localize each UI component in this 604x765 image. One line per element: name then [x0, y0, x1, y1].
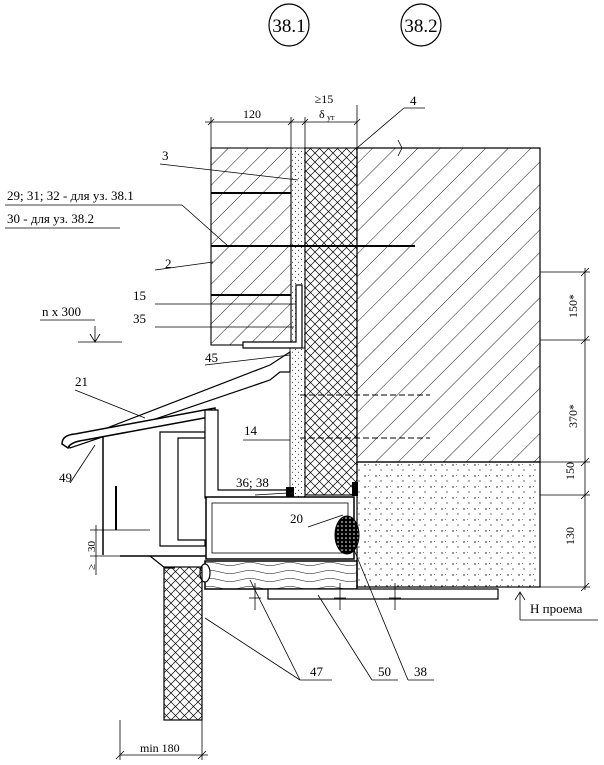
label-n-x-300: n x 300 [42, 304, 81, 319]
concrete-wall [356, 147, 541, 463]
dimension-delta: δ [319, 107, 325, 121]
callout-2: 2 [165, 256, 172, 271]
support-angle [242, 284, 303, 349]
lower-wall-panel [163, 566, 203, 721]
callout-14: 14 [244, 423, 258, 438]
window-frame-profile [120, 409, 355, 569]
callout-50: 50 [378, 664, 391, 679]
dimension-ge: ≥ [86, 564, 98, 570]
dimension-gap: ≥15 [315, 92, 334, 106]
dimension-370-star: 370* [566, 404, 580, 428]
lintel-block [356, 461, 541, 588]
dimension-30-lines [90, 525, 150, 575]
dimension-150-star: 150* [566, 294, 580, 318]
callout-30: 30 - для уз. 38.2 [7, 211, 94, 226]
callout-47: 47 [310, 664, 324, 679]
node-label-38-1: 38.1 [268, 3, 310, 47]
callout-38: 38 [414, 664, 427, 679]
callout-21: 21 [75, 374, 88, 389]
sealant-cord [286, 482, 360, 555]
dimension-130: 130 [563, 527, 577, 545]
min-180-dimension [115, 720, 208, 760]
anchors [300, 394, 430, 439]
dimension-120: 120 [243, 107, 261, 121]
window-board [267, 588, 499, 600]
left-callout-lines [5, 163, 299, 496]
callout-45: 45 [205, 350, 218, 365]
callout-35: 35 [133, 311, 146, 326]
callout-29: 29; 31; 32 - для уз. 38.1 [7, 188, 134, 203]
bottom-callout-lines [204, 539, 434, 681]
label-h-opening: H проема [530, 601, 583, 616]
wooden-sill [199, 560, 358, 590]
dimension-150: 150 [563, 462, 577, 480]
right-dimension-chain [514, 267, 598, 621]
callout-15: 15 [133, 288, 146, 303]
node-label-38-2: 38.2 [400, 3, 442, 47]
dimension-min-180: min 180 [140, 741, 180, 755]
dimension-30: 30 [86, 541, 98, 553]
callout-49: 49 [59, 470, 72, 485]
callout-20: 20 [290, 511, 303, 526]
node-label-text: 38.1 [272, 16, 305, 37]
insulation-layer [304, 147, 358, 496]
top-dimension-lines [205, 105, 403, 157]
callout-4: 4 [410, 93, 417, 108]
callout-3: 3 [162, 148, 169, 163]
dimension-delta-sub: ут [327, 113, 335, 122]
callout-36-38: 36; 38 [236, 475, 269, 490]
node-label-text: 38.2 [404, 16, 437, 37]
